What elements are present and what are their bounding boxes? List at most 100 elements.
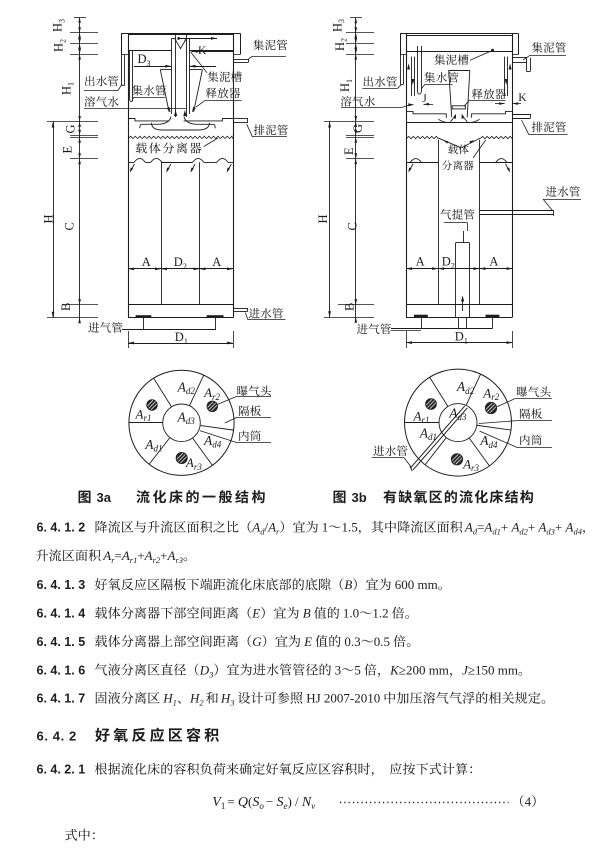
svg-text:d3: d3 bbox=[457, 412, 467, 422]
svg-text:A: A bbox=[419, 425, 429, 440]
svg-text:(: ( bbox=[248, 794, 252, 809]
svg-text:) /: ) / bbox=[287, 794, 301, 809]
svg-text:A: A bbox=[482, 385, 491, 400]
svg-text:6. 4. 1. 4: 6. 4. 1. 4 bbox=[37, 607, 86, 621]
svg-text:A: A bbox=[456, 379, 466, 394]
svg-text:150 mm: 150 mm bbox=[475, 663, 518, 678]
svg-text:+: + bbox=[160, 548, 167, 563]
svg-text:≥: ≥ bbox=[468, 663, 475, 678]
svg-text:A: A bbox=[185, 455, 194, 470]
svg-text:2: 2 bbox=[58, 39, 67, 43]
svg-text:1: 1 bbox=[66, 82, 75, 86]
svg-text:d3: d3 bbox=[186, 416, 196, 426]
svg-text:r2: r2 bbox=[153, 555, 161, 565]
svg-text:E: E bbox=[61, 146, 75, 154]
svg-text:0.3: 0.3 bbox=[344, 634, 360, 649]
svg-text:0.5: 0.5 bbox=[374, 634, 390, 649]
svg-text:2: 2 bbox=[183, 262, 187, 271]
svg-text:3: 3 bbox=[208, 669, 213, 679]
svg-text:A: A bbox=[135, 406, 144, 421]
svg-text:6. 4. 2: 6. 4. 2 bbox=[37, 729, 77, 744]
svg-text:1: 1 bbox=[221, 801, 226, 811]
svg-text:o: o bbox=[259, 801, 264, 811]
svg-text:H: H bbox=[330, 23, 344, 32]
svg-text:HJ 2007-2010: HJ 2007-2010 bbox=[306, 691, 380, 706]
svg-text:H: H bbox=[51, 23, 65, 32]
svg-text:=: = bbox=[477, 520, 484, 535]
svg-text:K: K bbox=[518, 92, 527, 104]
svg-text:D: D bbox=[455, 330, 464, 344]
svg-text:A: A bbox=[448, 405, 458, 420]
svg-text:H: H bbox=[52, 43, 66, 52]
svg-text:3b: 3b bbox=[352, 490, 367, 505]
svg-text:H: H bbox=[333, 42, 347, 51]
svg-text:J: J bbox=[422, 93, 427, 105]
svg-text:+: + bbox=[137, 548, 144, 563]
svg-text:H: H bbox=[220, 691, 231, 706]
svg-text:A: A bbox=[121, 548, 130, 563]
svg-text:A: A bbox=[251, 520, 260, 535]
svg-text:A: A bbox=[413, 408, 422, 423]
svg-text:+: + bbox=[555, 520, 566, 535]
svg-text:E: E bbox=[303, 634, 312, 649]
svg-text:D: D bbox=[175, 330, 184, 344]
svg-text:1: 1 bbox=[464, 336, 468, 345]
svg-text:+: + bbox=[501, 520, 512, 535]
svg-text:v: v bbox=[311, 801, 315, 811]
svg-text:A: A bbox=[142, 255, 151, 269]
svg-text:=: = bbox=[115, 548, 122, 563]
svg-text:A: A bbox=[416, 255, 425, 269]
svg-text:B: B bbox=[344, 577, 352, 592]
svg-text:4: 4 bbox=[525, 794, 532, 809]
svg-text:r1: r1 bbox=[143, 413, 151, 423]
svg-text:B: B bbox=[303, 606, 311, 621]
svg-text:d1: d1 bbox=[154, 444, 163, 454]
svg-text:≥: ≥ bbox=[399, 663, 406, 678]
svg-text:+: + bbox=[528, 520, 539, 535]
svg-text:−: − bbox=[266, 794, 277, 809]
svg-text:A: A bbox=[144, 437, 154, 452]
svg-text:V: V bbox=[212, 795, 222, 810]
svg-text:A: A bbox=[483, 520, 492, 535]
svg-text:K: K bbox=[389, 663, 400, 678]
svg-text:G: G bbox=[64, 124, 78, 133]
svg-text:C: C bbox=[346, 222, 360, 230]
svg-text:1.2: 1.2 bbox=[372, 606, 388, 621]
svg-text:r2: r2 bbox=[491, 392, 500, 402]
svg-text:1.0: 1.0 bbox=[343, 606, 359, 621]
svg-text:1: 1 bbox=[345, 79, 354, 83]
svg-text:d1: d1 bbox=[428, 432, 437, 442]
svg-text:B: B bbox=[343, 303, 357, 311]
svg-text:d4: d4 bbox=[488, 440, 498, 450]
svg-text:r1: r1 bbox=[421, 415, 429, 425]
svg-text:A: A bbox=[564, 520, 573, 535]
svg-text:600 mm: 600 mm bbox=[395, 577, 438, 592]
svg-text:H: H bbox=[162, 691, 173, 706]
svg-text:3a: 3a bbox=[97, 490, 112, 505]
svg-text:D: D bbox=[138, 52, 147, 66]
svg-text:d2: d2 bbox=[186, 386, 196, 396]
svg-text:d4: d4 bbox=[212, 440, 222, 450]
svg-text:d2: d2 bbox=[519, 527, 528, 537]
svg-text:A: A bbox=[212, 255, 221, 269]
svg-text:r3: r3 bbox=[194, 462, 203, 472]
svg-text:D: D bbox=[442, 255, 451, 269]
svg-text:H: H bbox=[338, 83, 352, 92]
svg-text:d2: d2 bbox=[465, 386, 475, 396]
svg-text:A: A bbox=[462, 456, 471, 471]
svg-text:3: 3 bbox=[147, 59, 151, 68]
svg-text:D: D bbox=[199, 663, 210, 678]
svg-text:A: A bbox=[203, 385, 212, 400]
svg-text:e: e bbox=[283, 801, 287, 811]
svg-text:S: S bbox=[252, 795, 259, 810]
svg-text:E: E bbox=[342, 147, 356, 155]
svg-text:r: r bbox=[276, 527, 280, 537]
svg-text:H: H bbox=[41, 214, 55, 223]
svg-text:6. 4. 1. 6: 6. 4. 1. 6 bbox=[37, 664, 86, 678]
svg-text:Q: Q bbox=[238, 795, 248, 810]
svg-text:6. 4. 1. 2: 6. 4. 1. 2 bbox=[37, 521, 86, 535]
svg-text:3: 3 bbox=[57, 19, 66, 23]
svg-text:3: 3 bbox=[335, 663, 342, 678]
svg-text:A: A bbox=[177, 379, 187, 394]
svg-text:A: A bbox=[464, 520, 473, 535]
